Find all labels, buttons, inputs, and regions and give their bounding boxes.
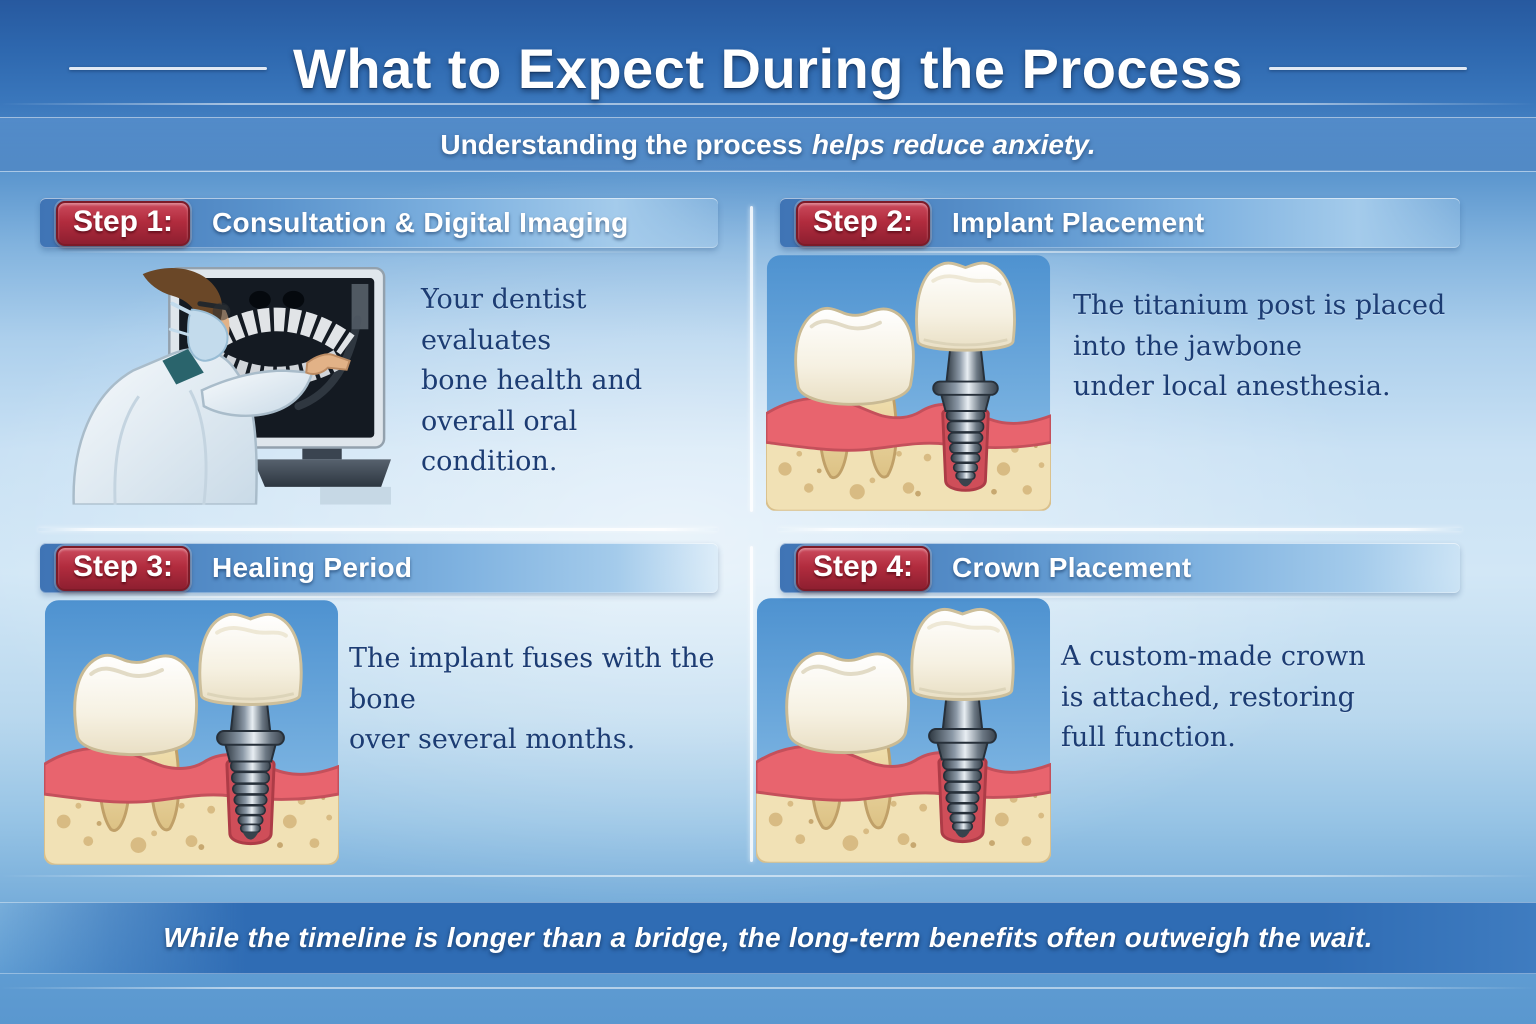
vertical-divider-bottom (750, 546, 753, 862)
step-3-body: The implant fuses with the bone over sev… (40, 593, 718, 865)
step-4-body: A custom-made crown is attached, restori… (780, 593, 1460, 863)
footer-banner: While the timeline is longer than a brid… (0, 902, 1536, 974)
step-1-body: Your dentist evaluates bone health and o… (40, 248, 718, 505)
horizontal-divider-left (38, 528, 718, 531)
step-1-panel: Step 1: Consultation & Digital Imaging Y… (40, 198, 725, 520)
step-2-title: Implant Placement (952, 207, 1205, 238)
step-1-badge: Step 1: (56, 200, 191, 246)
step-2-header-bar: Step 2: Implant Placement (780, 198, 1467, 253)
step-2-description: The titanium post is placed into the jaw… (1073, 290, 1446, 402)
crown-placement-illustration (756, 597, 1051, 863)
subtitle-band: Understanding the process helps reduce a… (0, 117, 1536, 172)
step-3-badge: Step 3: (56, 545, 191, 591)
footer-note: While the timeline is longer than a brid… (163, 922, 1373, 953)
step-3-panel: Step 3: Healing Period The implant fuses… (40, 543, 725, 867)
step-2-panel: Step 2: Implant Placement The titanium p… (780, 198, 1467, 520)
step-1-title: Consultation & Digital Imaging (212, 207, 629, 238)
step-3-header-bar: Step 3: Healing Period (40, 543, 725, 598)
title-rule-right (1269, 66, 1467, 70)
step-1-description: Your dentist evaluates bone health and o… (421, 284, 643, 477)
step-2-badge: Step 2: (796, 200, 931, 246)
healing-period-illustration (44, 599, 339, 865)
implant-placement-illustration (766, 254, 1051, 511)
subtitle-text-italic: helps reduce anxiety. (811, 128, 1096, 160)
vertical-divider-top (750, 206, 753, 512)
step-3-description: The implant fuses with the bone over sev… (349, 643, 715, 755)
footer-bottom-line (0, 987, 1536, 989)
step-1-header-bar: Step 1: Consultation & Digital Imaging (40, 198, 725, 253)
horizontal-divider-right (778, 528, 1462, 531)
subtitle-text: Understanding the process (440, 128, 803, 160)
footer-top-line (0, 875, 1536, 877)
title-rule-left (69, 66, 267, 70)
step-4-panel: Step 4: Crown Placement A custom-made cr… (780, 543, 1467, 867)
step-2-body: The titanium post is placed into the jaw… (780, 248, 1460, 511)
step-4-header-bar: Step 4: Crown Placement (780, 543, 1467, 598)
header: What to Expect During the Process (0, 26, 1536, 110)
step-4-description: A custom-made crown is attached, restori… (1061, 641, 1366, 753)
step-4-title: Crown Placement (952, 552, 1192, 583)
step-4-badge: Step 4: (796, 545, 931, 591)
step-3-title: Healing Period (212, 552, 413, 583)
page-title: What to Expect During the Process (293, 36, 1243, 100)
dentist-xray-illustration (56, 258, 391, 505)
